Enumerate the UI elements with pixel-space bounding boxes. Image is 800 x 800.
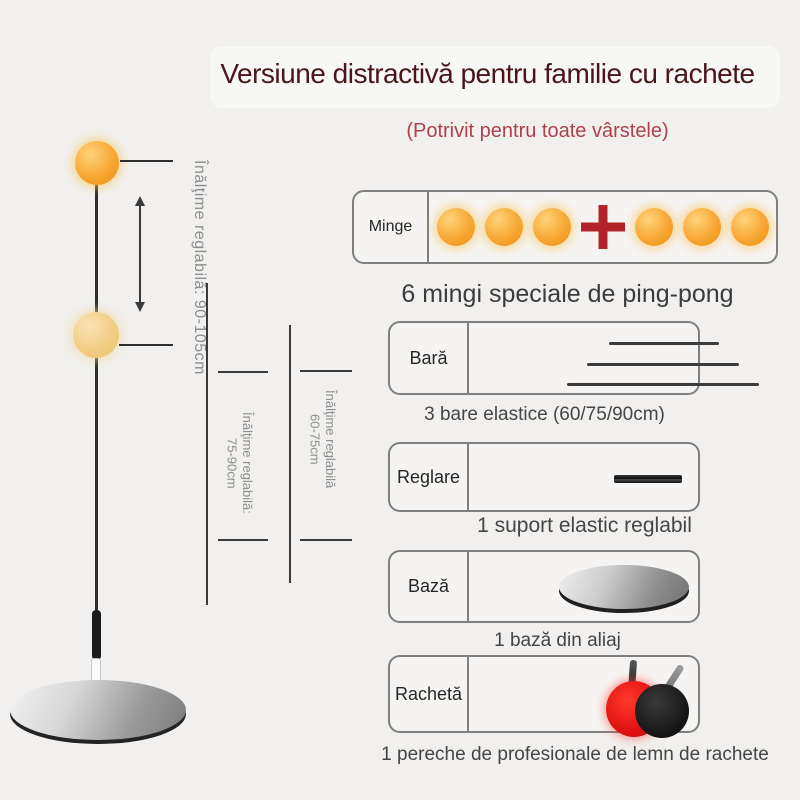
part-box-baza: Bază — [388, 550, 700, 623]
pole-shaft — [95, 182, 98, 610]
adjuster-rod-icon — [614, 475, 682, 483]
disc-top — [559, 565, 689, 609]
part-label: Bază — [390, 552, 469, 621]
annotation-line: 60-75cm — [307, 413, 323, 465]
caption-minge: 6 mingi speciale de ping-pong — [401, 280, 734, 308]
part-content — [469, 444, 698, 510]
ping-pong-ball-icon — [484, 208, 523, 246]
elastic-bar-icon — [567, 383, 759, 386]
part-box-minge: Minge — [352, 190, 778, 264]
caption-bara: 3 bare elastice (60/75/90cm) — [424, 404, 665, 425]
caption-racheta: 1 pereche de profesionale de lemn de rac… — [381, 744, 769, 765]
bracket-tick — [218, 371, 268, 373]
caption-reglare: 1 suport elastic reglabil — [477, 514, 692, 537]
height-annotation-75-90: Înălţime reglabilă: 75-90cm — [219, 392, 255, 534]
elastic-bar-icon — [587, 363, 739, 366]
height-annotation-90-105: Înălţime reglabilă: 90-105cm — [191, 159, 208, 375]
bracket-tick — [300, 539, 352, 541]
ball-ghost-icon — [73, 312, 119, 358]
paddles-icon — [469, 657, 698, 738]
part-box-reglare: Reglare — [388, 442, 700, 512]
bracket-line-75-90 — [206, 283, 208, 605]
caption-baza: 1 bază din aliaj — [494, 630, 621, 651]
ping-pong-ball-icon — [532, 208, 571, 246]
page-subtitle: (Potrivit pentru toate vârstele) — [406, 120, 669, 142]
six-balls-plus-icon — [429, 192, 776, 262]
black-paddle-icon — [635, 684, 689, 738]
part-label: Rachetă — [390, 657, 469, 731]
title-backdrop — [210, 46, 780, 108]
part-label: Bară — [390, 323, 469, 393]
ping-pong-ball-icon — [436, 208, 475, 246]
annotation-line: Înălţime reglabilă: — [240, 412, 255, 514]
height-annotation-60-75: Înălţime reglabilă 60-75cm — [302, 372, 338, 506]
annotation-line: 75-90cm — [224, 437, 240, 489]
part-label: Minge — [354, 192, 429, 262]
bracket-line-60-75 — [289, 325, 291, 583]
alloy-base-disc-icon — [469, 552, 698, 621]
ping-pong-ball-icon — [682, 208, 721, 246]
elastic-bar-icon — [609, 342, 719, 345]
ball-top-icon — [75, 141, 119, 185]
bracket-tick — [218, 539, 268, 541]
page-title: Versiune distractivă pentru familie cu r… — [220, 58, 755, 89]
part-content — [429, 192, 776, 262]
leader-line-mid — [119, 344, 173, 346]
plus-icon — [581, 205, 625, 249]
three-elastic-bars-icon — [469, 323, 759, 393]
part-label: Reglare — [390, 444, 469, 510]
double-arrow-icon — [132, 196, 148, 312]
base-disc — [10, 680, 186, 740]
pole-grip — [92, 610, 101, 660]
part-box-bara: Bară — [388, 321, 759, 395]
leader-line-top — [120, 160, 173, 162]
bracket-tick — [300, 370, 352, 372]
ping-pong-ball-icon — [634, 208, 673, 246]
ping-pong-ball-icon — [730, 208, 769, 246]
annotation-line: Înălţime reglabilă — [323, 389, 338, 489]
part-box-racheta: Rachetă — [388, 655, 700, 738]
